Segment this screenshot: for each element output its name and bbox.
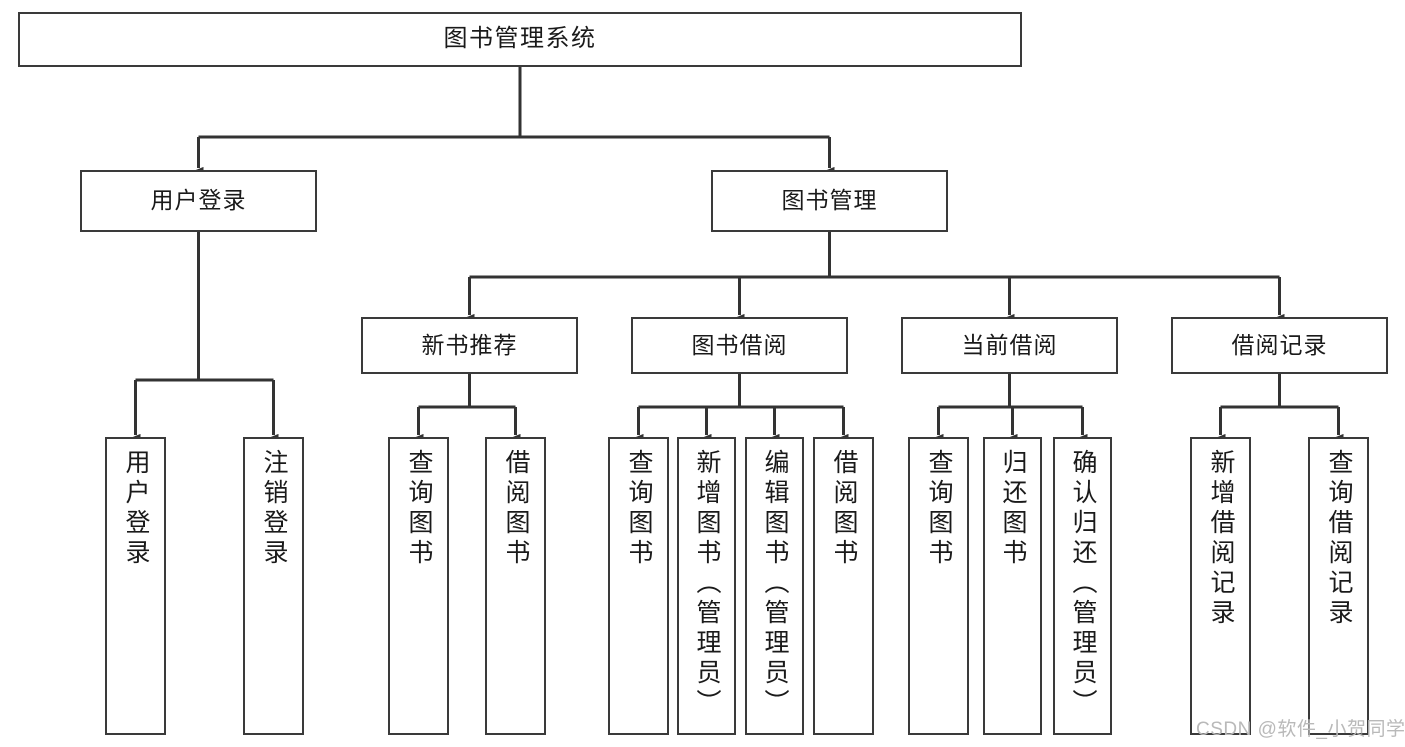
node-borrow-record-label: 借阅记录 <box>1231 331 1328 358</box>
node-leaf-user-logout-label: 注销登录 <box>260 449 288 569</box>
node-leaf-return-book-label: 归还图书 <box>999 449 1027 569</box>
node-leaf-add-book-label: 新增图书（管理员） <box>693 449 721 719</box>
node-new-book-recommend[interactable]: 新书推荐 <box>361 317 578 374</box>
node-leaf-user-login-label: 用户登录 <box>122 449 150 569</box>
node-leaf-user-logout[interactable]: 注销登录 <box>243 437 304 735</box>
node-leaf-borrow-book-1-label: 借阅图书 <box>502 449 530 569</box>
node-new-book-recommend-label: 新书推荐 <box>421 331 518 358</box>
node-leaf-borrow-book-2-label: 借阅图书 <box>830 449 858 569</box>
node-book-manage[interactable]: 图书管理 <box>711 170 948 232</box>
node-current-borrow-label: 当前借阅 <box>961 331 1058 358</box>
node-leaf-query-book-3-label: 查询图书 <box>925 449 953 569</box>
node-leaf-query-record-label: 查询借阅记录 <box>1325 449 1353 629</box>
node-book-borrow-label: 图书借阅 <box>691 331 788 358</box>
node-leaf-query-record[interactable]: 查询借阅记录 <box>1308 437 1369 735</box>
node-leaf-confirm-return[interactable]: 确认归还（管理员） <box>1053 437 1112 735</box>
csdn-watermark: CSDN @软件_小贺同学 <box>1196 719 1405 740</box>
node-leaf-confirm-return-label: 确认归还（管理员） <box>1069 449 1097 719</box>
node-leaf-query-book-3[interactable]: 查询图书 <box>908 437 969 735</box>
node-root-label: 图书管理系统 <box>443 25 597 53</box>
node-user-login-label: 用户登录 <box>150 187 247 214</box>
node-user-login[interactable]: 用户登录 <box>80 170 317 232</box>
node-borrow-record[interactable]: 借阅记录 <box>1171 317 1388 374</box>
node-leaf-edit-book-label: 编辑图书（管理员） <box>761 449 789 719</box>
node-leaf-query-book-2-label: 查询图书 <box>625 449 653 569</box>
node-book-manage-label: 图书管理 <box>781 187 878 214</box>
node-current-borrow[interactable]: 当前借阅 <box>901 317 1118 374</box>
node-leaf-add-record-label: 新增借阅记录 <box>1207 449 1235 629</box>
node-leaf-query-book-1-label: 查询图书 <box>405 449 433 569</box>
node-leaf-borrow-book-1[interactable]: 借阅图书 <box>485 437 546 735</box>
node-leaf-borrow-book-2[interactable]: 借阅图书 <box>813 437 874 735</box>
node-leaf-add-book[interactable]: 新增图书（管理员） <box>677 437 736 735</box>
node-leaf-edit-book[interactable]: 编辑图书（管理员） <box>745 437 804 735</box>
node-leaf-add-record[interactable]: 新增借阅记录 <box>1190 437 1251 735</box>
node-leaf-query-book-2[interactable]: 查询图书 <box>608 437 669 735</box>
node-root[interactable]: 图书管理系统 <box>18 12 1022 67</box>
node-book-borrow[interactable]: 图书借阅 <box>631 317 848 374</box>
node-leaf-return-book[interactable]: 归还图书 <box>983 437 1042 735</box>
node-leaf-user-login[interactable]: 用户登录 <box>105 437 166 735</box>
node-leaf-query-book-1[interactable]: 查询图书 <box>388 437 449 735</box>
